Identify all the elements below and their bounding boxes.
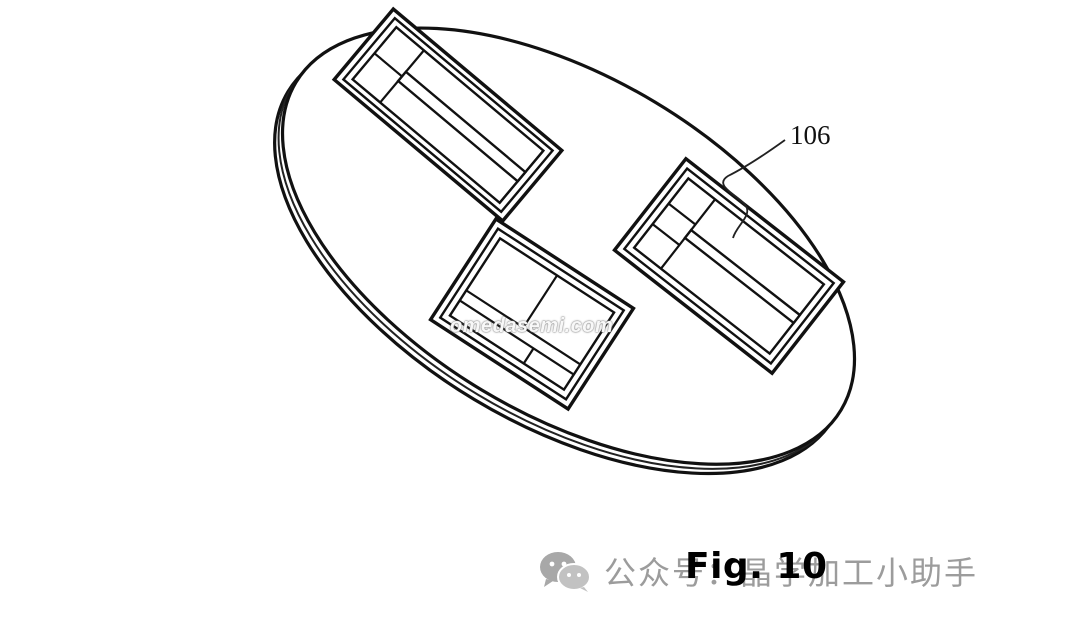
- reference-leader-line: [722, 139, 786, 239]
- wechat-account-name: 公众号：晶学加工小助手: [604, 554, 979, 592]
- die-right: [612, 156, 846, 376]
- figure-caption: Fig. 10: [685, 546, 828, 587]
- die-bottom-center: [428, 216, 636, 412]
- wechat-icon: [540, 552, 591, 592]
- die-top-left: [331, 6, 565, 224]
- watermark-text: omedasemi.com: [450, 315, 614, 337]
- reference-label-106: 106: [790, 120, 831, 150]
- wechat-account-overlay: 公众号：晶学加工小助手: [538, 548, 978, 594]
